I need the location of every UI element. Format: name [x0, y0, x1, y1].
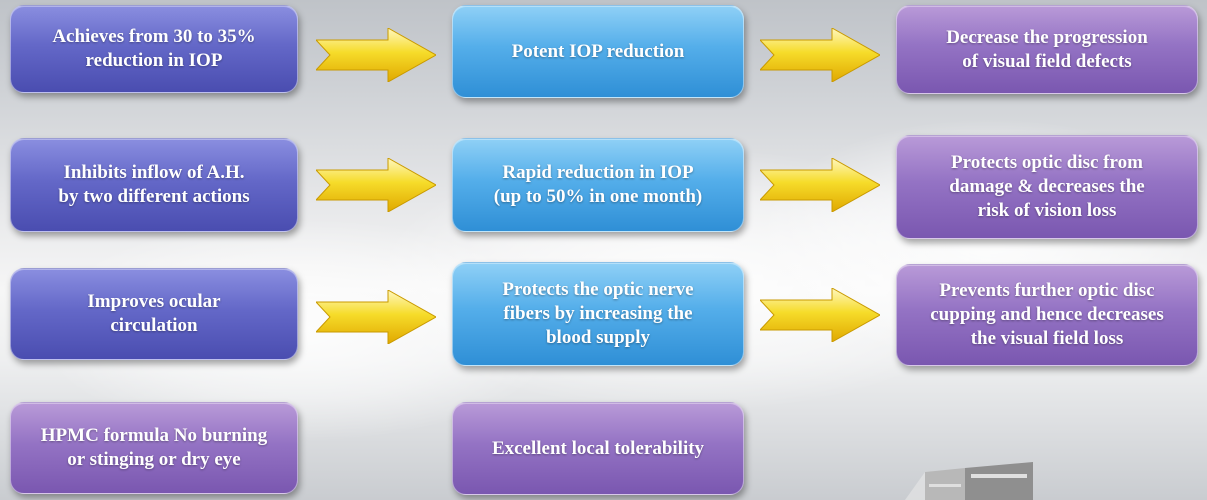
box-text: Excellent local tolerability — [491, 437, 705, 459]
product-package-image — [905, 462, 1033, 500]
benefit-box-row2-right: Protects optic disc from damage & decrea… — [896, 135, 1198, 239]
right-arrow-icon — [316, 158, 436, 212]
right-arrow-icon — [760, 288, 880, 342]
box-text: Inhibits inflow of A.H. by two different… — [58, 162, 250, 207]
right-arrow-icon — [316, 28, 436, 82]
box-text: HPMC formula No burning or stinging or d… — [40, 425, 268, 470]
benefit-box-row3-right: Prevents further optic disc cupping and … — [896, 264, 1198, 366]
benefit-box-bottom-middle: Excellent local tolerability — [452, 402, 744, 495]
benefit-box-row3-left: Improves ocular circulation — [10, 268, 298, 360]
box-text: Rapid reduction in IOP (up to 50% in one… — [493, 162, 703, 207]
right-arrow-icon — [316, 290, 436, 344]
benefit-box-row1-middle: Potent IOP reduction — [452, 5, 744, 98]
benefit-box-row1-left: Achieves from 30 to 35% reduction in IOP — [10, 5, 298, 93]
box-text: Achieves from 30 to 35% reduction in IOP — [52, 26, 256, 71]
right-arrow-icon — [760, 158, 880, 212]
box-text: Prevents further optic disc cupping and … — [930, 280, 1164, 349]
benefit-box-row2-left: Inhibits inflow of A.H. by two different… — [10, 138, 298, 232]
box-text: Protects optic disc from damage & decrea… — [949, 152, 1145, 221]
box-text: Protects the optic nerve fibers by incre… — [502, 279, 694, 348]
box-text: Potent IOP reduction — [511, 40, 685, 62]
benefit-box-row2-middle: Rapid reduction in IOP (up to 50% in one… — [452, 138, 744, 232]
benefit-box-row3-middle: Protects the optic nerve fibers by incre… — [452, 262, 744, 366]
benefit-box-bottom-left: HPMC formula No burning or stinging or d… — [10, 402, 298, 494]
benefit-box-row1-right: Decrease the progression of visual field… — [896, 5, 1198, 94]
box-text: Improves ocular circulation — [87, 291, 221, 336]
right-arrow-icon — [760, 28, 880, 82]
box-text: Decrease the progression of visual field… — [946, 26, 1148, 72]
